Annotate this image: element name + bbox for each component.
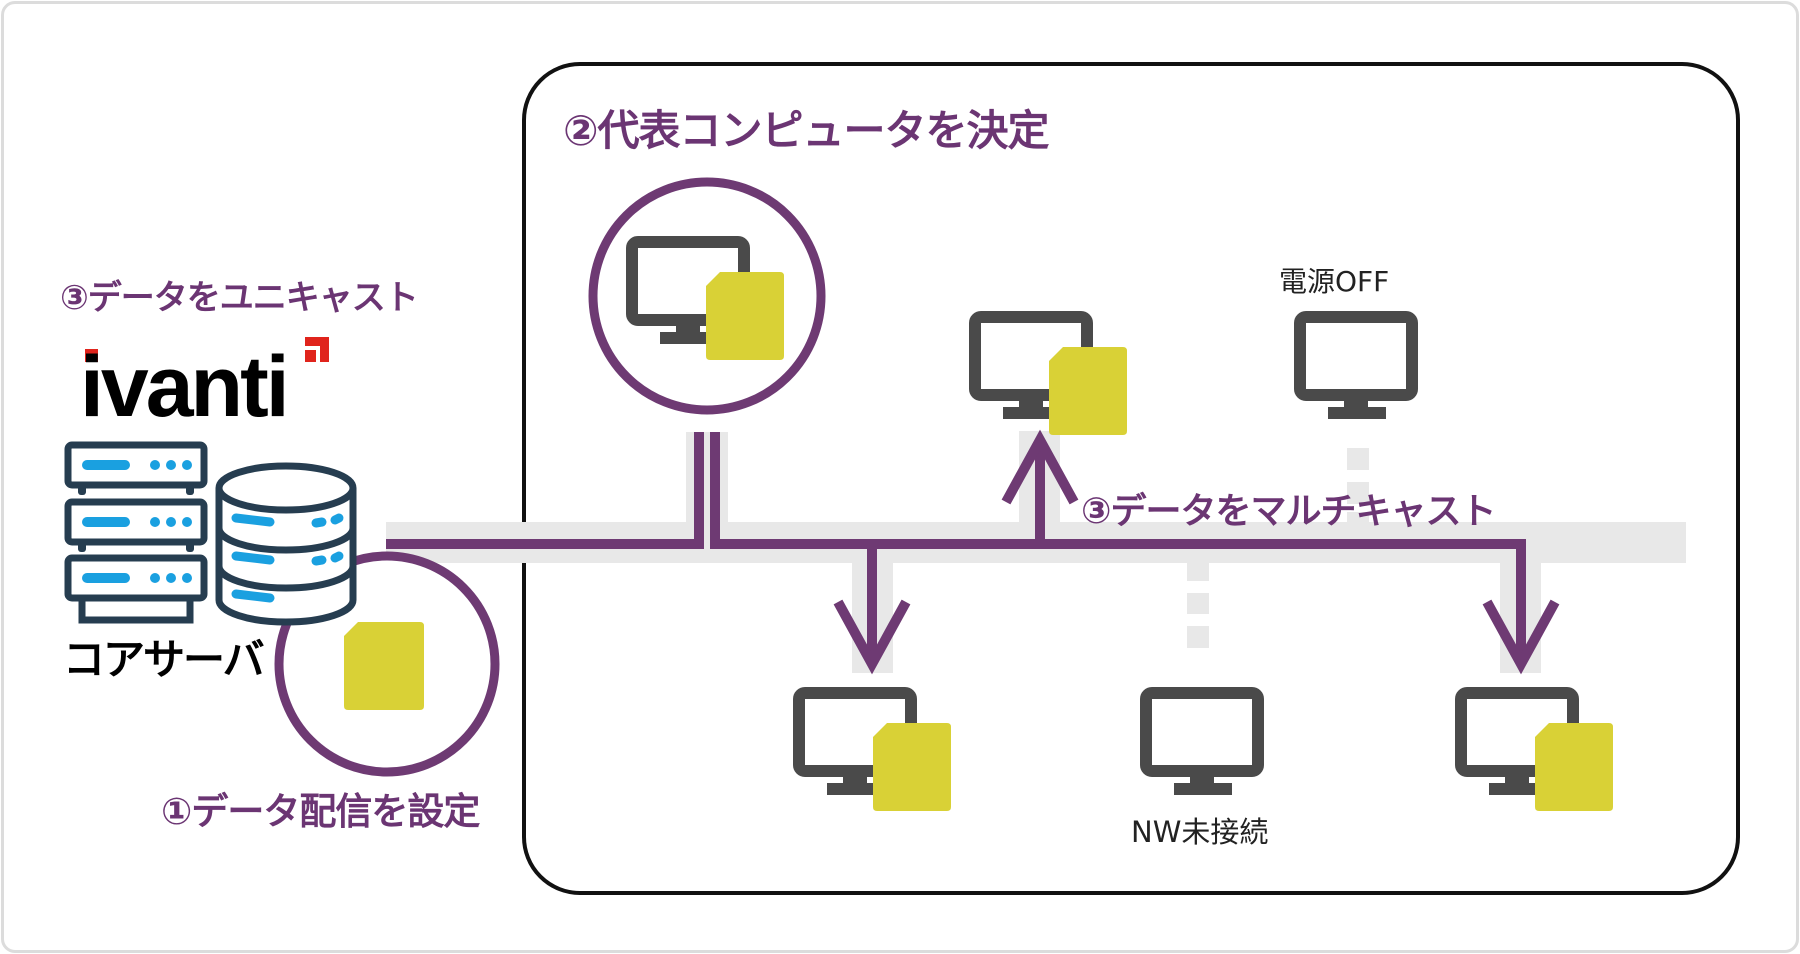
- data-document-icon: [706, 272, 784, 360]
- data-documents: [344, 272, 1613, 811]
- data-document-icon: [1049, 347, 1127, 435]
- ivanti-logo-marks: [85, 337, 329, 362]
- power-off-label: 電源OFF: [1279, 265, 1390, 298]
- multicast-path: [710, 432, 1526, 664]
- nw-disconnected-label: NW未接続: [1131, 815, 1269, 849]
- disconnected-dash-1: [1187, 560, 1209, 581]
- data-document-icon: [1535, 723, 1613, 811]
- data-document-icon: [873, 723, 951, 811]
- unicast-path: [386, 432, 704, 549]
- delivery-data-document-icon: [344, 622, 424, 710]
- server-rack-icon: [64, 441, 208, 624]
- arrow-head-down-right: [1482, 599, 1560, 675]
- poweroff-dash-1: [1347, 448, 1369, 470]
- step2-label: ②代表コンピュータを決定: [563, 106, 1050, 155]
- ivanti-logo: ivanti: [80, 339, 290, 435]
- step3-unicast-label: ③データをユニキャスト: [60, 278, 419, 318]
- database-icon: [215, 462, 357, 626]
- monitor-icon: [1294, 311, 1418, 419]
- arrow-head-down-left: [833, 599, 911, 675]
- disconnected-dash-3: [1187, 626, 1209, 648]
- step3-multicast-label: ③データをマルチキャスト: [1081, 491, 1496, 532]
- step1-label: ①データ配信を設定: [161, 790, 480, 833]
- core-server-label: コアサーバ: [63, 635, 265, 684]
- arrow-head-up: [1001, 429, 1079, 505]
- rep-uplink-band: [686, 432, 728, 532]
- disconnected-dash-2: [1187, 593, 1209, 614]
- monitors: [626, 236, 1579, 795]
- poweroff-dash-2: [1347, 482, 1369, 504]
- data-paths: [386, 429, 1560, 675]
- poweroff-dash-3: [1347, 512, 1369, 524]
- monitor-icon: [1140, 687, 1264, 795]
- network-segment-box: [522, 62, 1740, 895]
